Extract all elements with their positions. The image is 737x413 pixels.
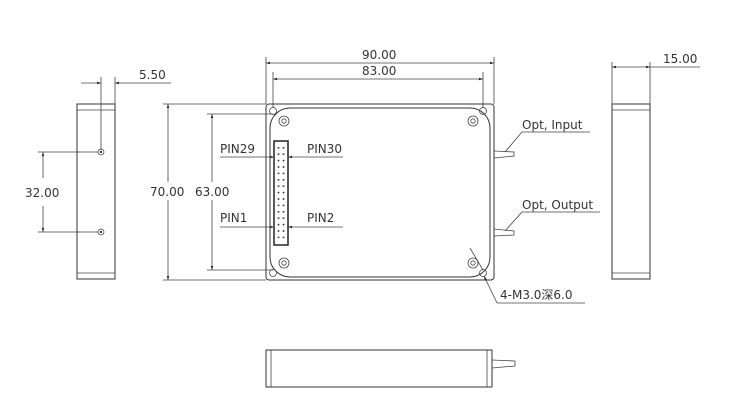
pin-dot: [282, 185, 285, 187]
pin-dot: [277, 204, 280, 207]
pin-dot: [282, 166, 285, 168]
pin-dot: [282, 236, 285, 239]
pin-dot: [282, 191, 285, 194]
dim-side-offset: 5.50: [139, 68, 166, 82]
pin-dot: [282, 172, 285, 175]
right-side-view: 15.00: [611, 52, 700, 280]
label-pin1: PIN1: [220, 211, 247, 225]
pin-dot: [282, 179, 285, 181]
dim-height-holes: 63.00: [195, 185, 229, 199]
pin-connector: [273, 140, 289, 246]
pin-dot: [282, 230, 285, 232]
pin-dot: [282, 159, 285, 162]
dim-height-outer: 70.00: [150, 185, 184, 199]
label-mounting-note: 4-M3.0深6.0: [500, 288, 573, 302]
pin-dot: [277, 211, 280, 213]
dim-thickness: 15.00: [663, 52, 697, 66]
pin-dot: [277, 191, 280, 194]
dim-width-holes: 83.00: [362, 64, 396, 78]
pin-dot: [277, 153, 280, 155]
fiber-bottom: [491, 359, 516, 369]
pin-dot: [277, 179, 280, 181]
pin-dot: [282, 147, 285, 149]
pin-dot: [277, 147, 280, 149]
label-pin30: PIN30: [307, 142, 342, 156]
pin-dot: [282, 223, 285, 226]
label-opt-output: Opt, Output: [522, 198, 593, 212]
label-opt-input: Opt, Input: [522, 118, 583, 132]
bottom-view: [265, 349, 516, 388]
fiber-input: [493, 150, 515, 159]
mounting-holes: [269, 107, 487, 277]
pin-dot: [277, 223, 280, 226]
fiber-output: [493, 228, 515, 237]
pin-dot: [282, 198, 285, 200]
dim-hole-spacing: 32.00: [25, 186, 59, 200]
pin-dot: [277, 198, 280, 200]
pin-dot: [277, 185, 280, 187]
pin-dot: [282, 211, 285, 213]
pin-dot: [282, 153, 285, 155]
screws: [278, 115, 479, 269]
pin-dot: [277, 166, 280, 168]
pin-dot: [282, 204, 285, 207]
left-side-view: 5.50 32.00: [25, 68, 171, 280]
label-pin2: PIN2: [307, 211, 334, 225]
pin-dot: [282, 217, 285, 219]
dim-width-outer: 90.00: [362, 48, 396, 62]
pin-dot: [277, 236, 280, 239]
top-view: 90.00 83.00 70.00 63.00 PIN29 PIN30 PIN1…: [150, 48, 600, 304]
label-pin29: PIN29: [220, 142, 255, 156]
pin-dot: [277, 230, 280, 232]
pin-dot: [277, 217, 280, 219]
pin-dot: [277, 172, 280, 175]
pin-dot: [277, 159, 280, 162]
